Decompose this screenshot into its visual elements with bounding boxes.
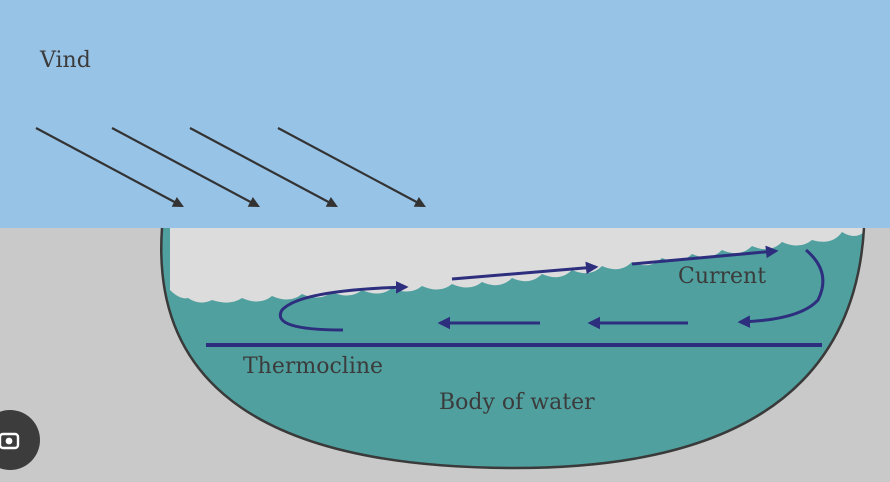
current-label: Current [678,264,767,289]
wind-arrow-4 [277,127,426,208]
current-arrow-surface-1 [451,261,599,281]
current-arrow-loop-right [737,248,825,328]
wind-arrow-3 [189,127,338,208]
wind-label: Vind [40,48,91,73]
sky [0,0,890,228]
wave-surface [170,228,864,303]
current-arrow-loop-left [278,280,409,332]
thermocline-label: Thermocline [243,354,384,379]
current-arrows [278,245,825,332]
lens-icon [0,432,20,450]
wind-arrows [35,127,426,208]
wind-arrow-2 [111,127,260,208]
current-arrow-surface-2 [631,245,779,266]
body-of-water-label: Body of water [439,390,595,415]
wind-arrow-1 [35,127,184,208]
basin-outline [160,227,866,470]
